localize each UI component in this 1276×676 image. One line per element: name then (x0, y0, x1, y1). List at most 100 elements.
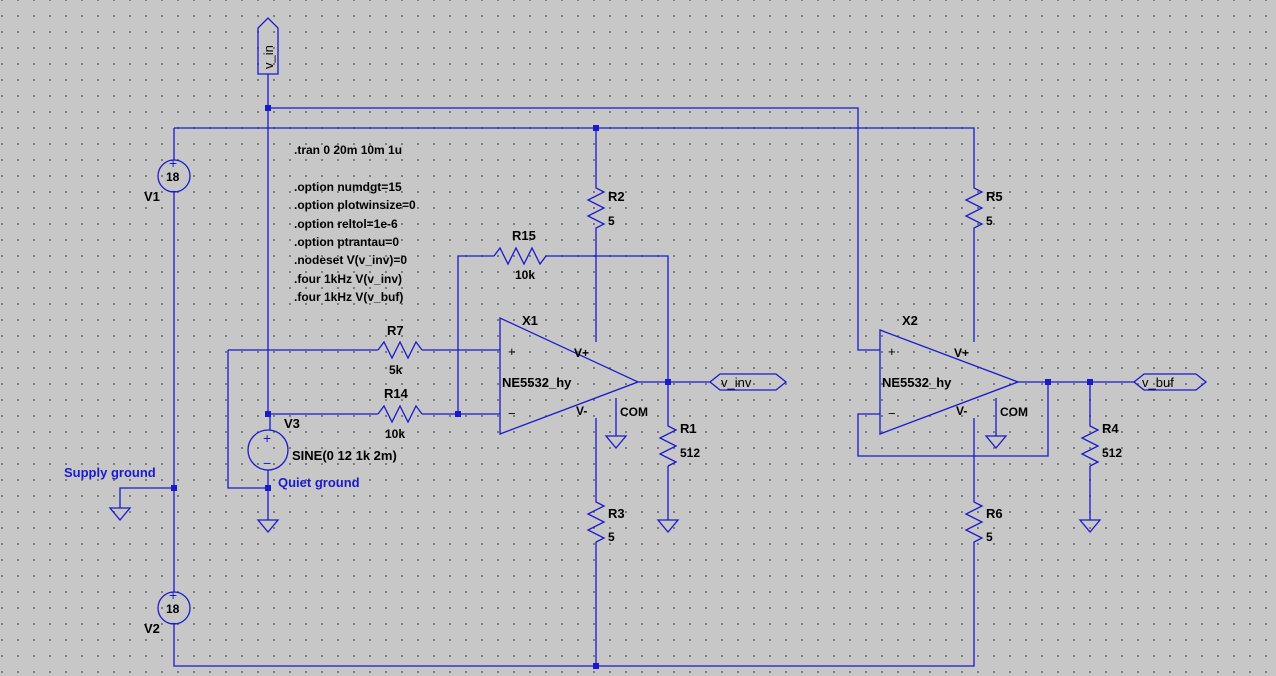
ground-symbol-x1-com[interactable] (604, 435, 628, 450)
resistor-r1-value: 512 (680, 446, 700, 460)
resistor-r3-value: 5 (608, 530, 615, 544)
plus-sign-icon: + (169, 587, 177, 603)
voltage-source-v1-name: V1 (144, 189, 160, 204)
junction-negative-rail (593, 663, 599, 669)
junction-positive-rail (593, 125, 599, 131)
minus-sign-icon: − (169, 183, 177, 199)
resistor-r5-value: 5 (986, 214, 993, 228)
wire-vin-to-v3[interactable] (267, 108, 271, 430)
spice-directive-numdgt[interactable]: .option numdgt=15 (294, 180, 402, 194)
resistor-r15-value: 10k (515, 268, 535, 282)
resistor-r14-name: R14 (384, 386, 409, 401)
resistor-r7-name: R7 (387, 323, 404, 338)
wire-positive-rail[interactable] (174, 127, 975, 184)
resistor-r1[interactable]: R1 512 (658, 421, 700, 467)
junction-v3-top (265, 411, 271, 417)
junction-supply-ground (171, 485, 177, 491)
voltage-source-v2-value: 18 (166, 602, 180, 616)
resistor-r2-value: 5 (608, 214, 615, 228)
ground-symbol-x2-com[interactable] (984, 435, 1008, 450)
opamp-x1[interactable]: X1 NE5532_hy + − V+ V- COM (499, 313, 648, 435)
opamp-x1-vminus-pin: V- (576, 404, 587, 418)
junction-quiet-ground (265, 485, 271, 491)
wires (119, 74, 1134, 667)
resistor-r5[interactable]: R5 5 (964, 184, 1003, 232)
voltage-source-v3-name: V3 (284, 416, 300, 431)
spice-directive-ptrantau[interactable]: .option ptrantau=0 (294, 235, 399, 249)
resistor-r4-value: 512 (1102, 446, 1122, 460)
resistor-r2[interactable]: R2 5 (586, 184, 625, 232)
net-flag-v-buf[interactable]: v_buf (1132, 373, 1208, 391)
voltage-source-v1-value: 18 (166, 170, 180, 184)
spice-directive-reltol[interactable]: .option reltol=1e-6 (294, 217, 398, 231)
plus-sign-icon: + (169, 155, 177, 171)
opamp-x2-vplus-pin: V+ (954, 346, 969, 360)
wire-vin-rail[interactable] (268, 107, 880, 351)
resistor-r6-value: 5 (986, 530, 993, 544)
resistor-r15-name: R15 (512, 228, 536, 243)
opamp-x1-plus-pin: + (508, 344, 516, 359)
junction-x2-feedback (1045, 379, 1051, 385)
plus-sign-icon: + (263, 430, 271, 446)
voltage-source-v1[interactable]: + − 18 V1 (144, 155, 191, 204)
opamp-x2-plus-pin: + (888, 344, 896, 359)
spice-directive-four-vbuf[interactable]: .four 1kHz V(v_buf) (294, 290, 403, 304)
junction-x1-output (665, 379, 671, 385)
opamp-x1-com-pin: COM (620, 405, 648, 419)
net-flag-v-buf-label: v_buf (1142, 375, 1174, 390)
spice-directives[interactable]: .tran 0 20m 10m 1u .option numdgt=15 .op… (294, 143, 416, 304)
ground-symbol-v3[interactable] (256, 519, 280, 534)
net-label-quiet-ground[interactable]: Quiet ground (278, 475, 360, 490)
resistor-r14-value: 10k (385, 427, 405, 441)
opamp-x1-vplus-pin: V+ (574, 346, 589, 360)
ground-symbol-r4[interactable] (1078, 519, 1102, 534)
wire-r15-feedback-left[interactable] (457, 255, 494, 414)
wire-supply-ground[interactable] (119, 487, 174, 508)
wire-negative-rail[interactable] (173, 546, 975, 667)
junctions (171, 105, 1093, 669)
resistor-r5-name: R5 (986, 189, 1003, 204)
resistor-r7[interactable]: R7 5k (377, 323, 423, 377)
junction-vin (265, 105, 271, 111)
net-flag-v-in-label: v_in (261, 45, 276, 69)
voltage-source-v2-name: V2 (144, 621, 160, 636)
resistor-r1-name: R1 (680, 421, 697, 436)
voltage-source-v3-value: SINE(0 12 1k 2m) (292, 448, 397, 463)
minus-sign-icon: − (263, 455, 271, 471)
junction-x2-output (1087, 379, 1093, 385)
ground-symbol-supply[interactable] (108, 507, 132, 522)
opamp-x2[interactable]: X2 NE5532_hy + − V+ V- COM (879, 313, 1028, 435)
wire-quiet-ground-loop[interactable] (227, 350, 268, 489)
wire-x2-feedback[interactable] (857, 382, 1049, 457)
resistor-r3[interactable]: R3 5 (586, 498, 625, 546)
voltage-source-v2[interactable]: + − 18 V2 (144, 587, 191, 636)
net-flag-v-in[interactable]: v_in (257, 17, 279, 75)
ground-symbol-r1[interactable] (656, 519, 680, 534)
resistor-r2-name: R2 (608, 189, 625, 204)
spice-directive-tran[interactable]: .tran 0 20m 10m 1u (294, 143, 402, 157)
resistor-r3-name: R3 (608, 506, 625, 521)
minus-sign-icon: − (169, 615, 177, 631)
opamp-x1-minus-pin: − (508, 406, 516, 421)
resistor-r6-name: R6 (986, 506, 1003, 521)
resistor-r4[interactable]: R4 512 (1080, 421, 1122, 467)
opamp-x2-vminus-pin: V- (956, 404, 967, 418)
voltage-source-v3[interactable]: + − V3 SINE(0 12 1k 2m) (247, 416, 397, 471)
opamp-x1-model: NE5532_hy (502, 375, 572, 390)
resistor-r14[interactable]: R14 10k (377, 386, 423, 441)
net-flag-v-inv[interactable]: v_inv (708, 373, 788, 391)
spice-directive-plotwinsize[interactable]: .option plotwinsize=0 (294, 198, 416, 212)
wire-r15-feedback-right[interactable] (546, 255, 669, 382)
resistor-r7-value: 5k (389, 363, 403, 377)
spice-directive-four-vinv[interactable]: .four 1kHz V(v_inv) (294, 272, 402, 286)
resistor-r6[interactable]: R6 5 (964, 498, 1003, 546)
resistor-r15[interactable]: R15 10k (493, 228, 547, 282)
opamp-x2-model: NE5532_hy (882, 375, 952, 390)
net-label-supply-ground[interactable]: Supply ground (64, 465, 156, 480)
opamp-x2-minus-pin: − (888, 406, 896, 421)
spice-directive-nodeset[interactable]: .nodeset V(v_inv)=0 (294, 253, 407, 267)
opamp-x2-name: X2 (902, 313, 918, 328)
net-flag-v-inv-label: v_inv (721, 375, 752, 390)
resistor-r4-name: R4 (1102, 421, 1119, 436)
